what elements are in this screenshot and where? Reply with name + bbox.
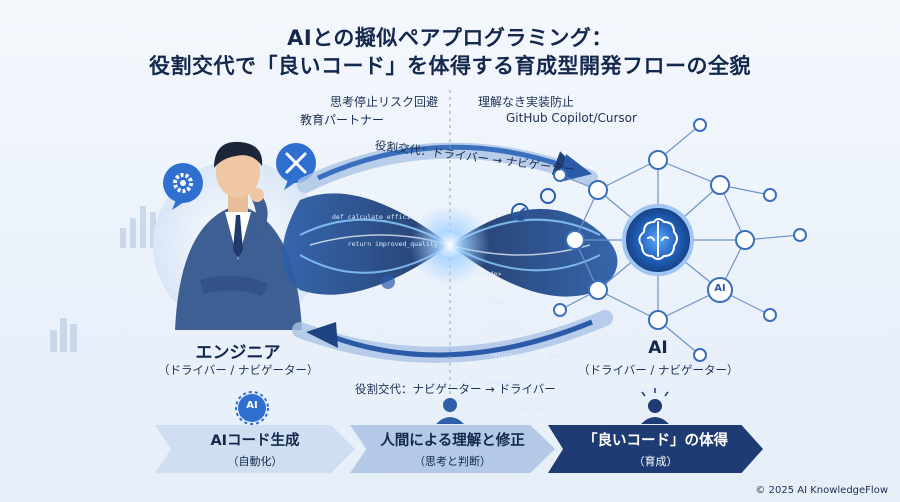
code-line: <code> [478, 270, 502, 278]
note-right-bottom: GitHub Copilot/Cursor [506, 111, 637, 125]
infinity-loop [282, 193, 618, 297]
flow-step-human-review: 人間による理解と修正 （思考と判断） [350, 425, 555, 473]
person-icon [436, 398, 464, 424]
bottom-arrow-label: 役割交代：ナビゲーター → ドライバー [355, 382, 556, 396]
copyright: © 2025 AI KnowledgeFlow [755, 485, 888, 496]
step-main-label: AIコード生成 [210, 433, 300, 449]
brain-icon [638, 218, 678, 260]
ai-name: AI [648, 338, 668, 358]
code-line: return improved_quality [332, 240, 438, 248]
top-arrow [316, 144, 580, 181]
engineer-role: （ドライバー / ナビゲーター） [158, 363, 319, 377]
code-line: code: [478, 297, 510, 305]
diagram-title-line1: AIとの擬似ペアプログラミング： [287, 26, 613, 50]
step-main-label: 「良いコード」の体得 [583, 433, 728, 449]
code-line: return sointer_quality [478, 351, 576, 359]
gear-bubble-icon [163, 163, 203, 210]
code-snippet-top: def calculate_efficiency(code): return i… [332, 195, 453, 258]
engineer-name: エンジニア [195, 343, 281, 363]
ai-chip-label: AI [246, 400, 258, 411]
note-left-bottom: 教育パートナー [300, 113, 385, 127]
step-sub-label: （自動化） [227, 455, 283, 468]
step-sub-label: （思考と判断） [414, 455, 491, 468]
lightbulb-person-icon [641, 388, 669, 424]
ai-role: （ドライバー / ナビゲーター） [578, 363, 739, 377]
flow-step-ai-generation: AIコード生成 （自動化） [155, 425, 355, 473]
code-line: <creative> [478, 324, 525, 332]
flow-step-good-code: 「良いコード」の体得 （育成） [548, 425, 763, 473]
step-sub-label: （育成） [633, 455, 678, 468]
note-right-top: 理解なき実装防止 [478, 95, 575, 109]
code-line: def calculate_efficiency(code): [332, 213, 454, 221]
code-snippet-bottom: <code> code: <creative> return sointer_q… [478, 252, 576, 423]
ai-node-label: AI [714, 283, 726, 294]
code-line: </code> [478, 378, 514, 386]
engineer-person-icon [175, 141, 302, 330]
code-line: cotact = todes_sy(); [478, 405, 557, 413]
floating-icons [381, 188, 556, 289]
background-chart-icon [50, 206, 156, 352]
tools-bubble-icon [276, 143, 316, 190]
ai-chip-icon [235, 391, 269, 425]
ai-network [553, 118, 807, 362]
bottom-arrow [329, 319, 593, 358]
diagram-title-line2: 役割交代で「良いコード」を体得する育成型開発フローの全貌 [149, 54, 751, 78]
note-left-top: 思考停止リスク回避 [330, 95, 439, 109]
step-main-label: 人間による理解と修正 [380, 433, 525, 449]
